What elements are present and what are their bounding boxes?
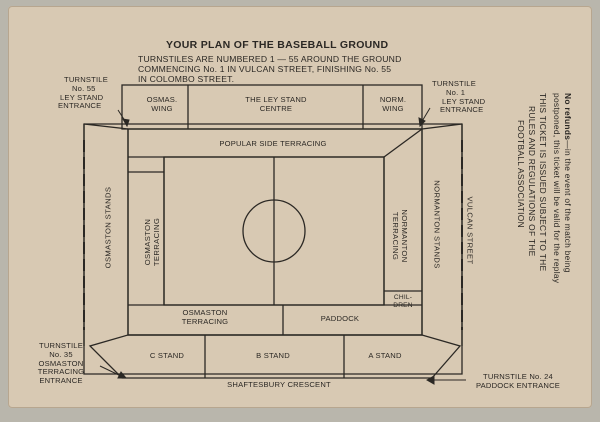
c-stand-label: C STAND	[149, 351, 185, 360]
a-stand-label: A STAND	[368, 351, 402, 360]
children-label: CHIL- DREN	[393, 294, 413, 309]
osmaston-terracing-label: OSMASTON TERRACING	[181, 308, 229, 326]
turnstile-24-label: TURNSTILE No. 24 PADDOCK ENTRANCE	[475, 372, 561, 390]
b-stand-label: B STAND	[256, 351, 290, 360]
subject-line: THIS TICKET IS ISSUED SUBJECT TO THE	[538, 93, 548, 272]
terracing-boundary	[127, 128, 423, 336]
normanton-stands-label: NORMANTON STANDS	[432, 180, 442, 269]
norm-wing-label: NORM. WING	[379, 95, 407, 113]
vulcan-street-label: VULCAN STREET	[465, 196, 475, 265]
no-refunds-line: No refunds—in the event of the match bei…	[563, 93, 573, 273]
paddock-label: PADDOCK	[320, 314, 360, 323]
turnstile-35-label: TURNSTILE No. 35 OSMASTON TERRACING ENTR…	[37, 341, 85, 386]
popular-side-terracing-label: POPULAR SIDE TERRACING	[219, 139, 327, 148]
intro-line-3: IN COLOMBO STREET.	[138, 74, 235, 84]
rules-line: RULES AND REGULATIONS OF THE	[527, 106, 537, 257]
ley-stand-centre-label: THE LEY STAND CENTRE	[245, 95, 307, 113]
intro-line-2: COMMENCING No. 1 IN VULCAN STREET, FINIS…	[138, 64, 392, 74]
fa-line: FOOTBALL ASSOCIATION	[516, 120, 526, 228]
intro-line-1: TURNSTILES ARE NUMBERED 1 — 55 AROUND TH…	[138, 54, 402, 64]
osmas-wing-label: OSMAS. WING	[146, 95, 178, 113]
shaftesbury-crescent-label: SHAFTESBURY CRESCENT	[227, 380, 331, 389]
centre-circle	[242, 199, 306, 263]
plan-title: YOUR PLAN OF THE BASEBALL GROUND	[166, 39, 389, 51]
osmaston-stands-label: OSMASTON STANDS	[103, 186, 113, 269]
turnstile-55-label: TURNSTILE No. 55 LEY STAND ENTRANCE	[58, 75, 108, 111]
turnstile-1-label: TURNSTILE No. 1 LEY STAND ENTRANCE	[432, 79, 486, 115]
postponed-line: postponed, this ticket will be valid for…	[552, 93, 562, 284]
